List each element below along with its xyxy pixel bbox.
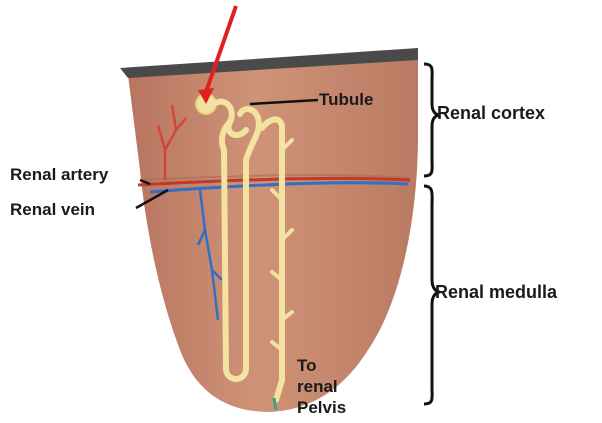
label-to-renal-pelvis: To renal Pelvis — [297, 355, 346, 418]
label-renal-medulla: Renal medulla — [435, 283, 557, 301]
pelvis-outlet — [274, 398, 276, 410]
label-renal-vein: Renal vein — [10, 201, 95, 218]
label-tubule: Tubule — [319, 91, 373, 108]
label-renal-cortex: Renal cortex — [437, 104, 545, 122]
label-to-renal-pelvis-line-2: renal — [297, 376, 346, 397]
label-to-renal-pelvis-line-3: Pelvis — [297, 397, 346, 418]
label-renal-artery: Renal artery — [10, 166, 108, 183]
kidney-wedge — [128, 58, 418, 412]
label-to-renal-pelvis-line-1: To — [297, 355, 346, 376]
